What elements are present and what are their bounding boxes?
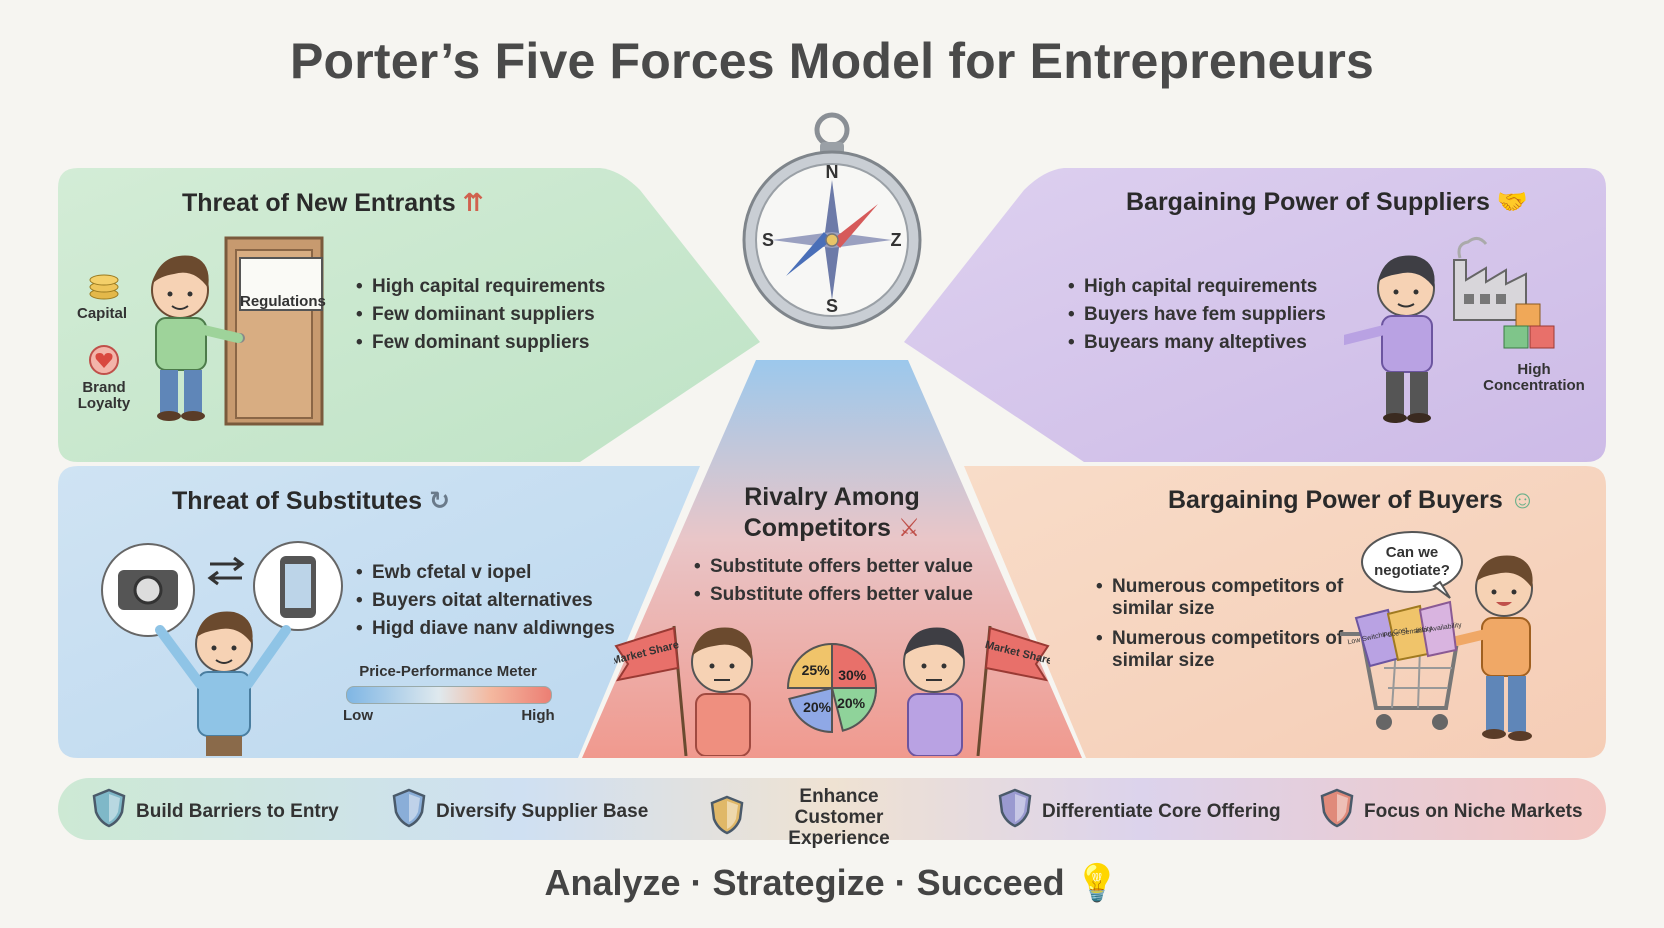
list-item: Substitute offers better value — [694, 584, 973, 606]
coins-icon — [89, 274, 119, 300]
list-item: Few dominant suppliers — [356, 332, 605, 354]
suppliers-title-text: Bargaining Power of Suppliers — [1126, 188, 1490, 216]
price-performance-meter — [346, 686, 552, 704]
meter-low-label: Low — [343, 707, 373, 724]
substitutes-boy-illustration — [101, 541, 343, 756]
rivalry-title: Rivalry Among Competitors ⚔ — [712, 482, 952, 544]
banner-label: Focus on Niche Markets — [1364, 800, 1583, 822]
list-item: High capital requirements — [356, 276, 605, 298]
heart-badge-icon — [89, 345, 119, 375]
list-item: Buyers have fem suppliers — [1068, 304, 1326, 326]
list-item: Few domiinant suppliers — [356, 304, 605, 326]
banner-label: Diversify Supplier Base — [436, 800, 649, 822]
arrows-up-icon: ⇈ — [462, 189, 484, 217]
banner-label: Build Barriers to Entry — [136, 800, 339, 822]
pie-label: 25% — [802, 662, 831, 678]
meter-high-label: High — [521, 707, 555, 724]
banner-label: Differentiate Core Offering — [1042, 800, 1281, 822]
suppliers-bullets: High capital requirements Buyers have fe… — [1068, 276, 1326, 360]
buyers-title: Bargaining Power of Buyers ☺ — [1168, 486, 1535, 515]
shield-icon — [392, 788, 426, 834]
capital-label: Capital — [76, 305, 127, 322]
shield-icon — [998, 788, 1032, 834]
compass-icon: N S Z S — [742, 112, 922, 330]
speech-text: Can we negotiate? — [1374, 544, 1450, 579]
brand-loyalty-label: Brand Loyalty — [77, 379, 131, 412]
pie-label: 20% — [803, 699, 832, 715]
new-entrants-title: Threat of New Entrants ⇈ — [182, 188, 484, 218]
list-item: Buyers oitat alternatives — [356, 590, 615, 612]
high-concentration-label: High Concentration — [1483, 361, 1585, 394]
crossed-swords-icon: ⚔ — [897, 514, 921, 542]
door-boy-illustration — [151, 236, 324, 426]
speech-bubble — [1361, 531, 1463, 599]
list-item: Substitute offers better value — [694, 556, 973, 578]
banner-item-supplier-base: Diversify Supplier Base — [392, 788, 648, 834]
rivalry-title-line2: Competitors — [743, 514, 891, 542]
refresh-icon: ↻ — [428, 487, 450, 515]
substitutes-title: Threat of Substitutes ↻ — [172, 486, 450, 516]
compass-north: N — [826, 162, 839, 182]
banner-item-customer-experience: Enhance Customer Experience — [710, 786, 924, 849]
compass-south: S — [826, 296, 838, 316]
rivalry-bullets: Substitute offers better value Substitut… — [694, 556, 973, 612]
banner-item-niche: Focus on Niche Markets — [1320, 788, 1583, 834]
regulations-label: Regulations — [240, 293, 326, 310]
compass-east: Z — [891, 230, 902, 250]
pie-label: 20% — [837, 695, 866, 711]
market-share-pie: 25% 30% 20% 20% — [786, 642, 878, 734]
tagline: Analyze · Strategize · Succeed 💡 — [0, 862, 1664, 904]
shield-icon — [710, 795, 744, 841]
list-item: Ewb cfetal v iopel — [356, 562, 615, 584]
list-item: Higd diave nanv aldiwnges — [356, 618, 615, 640]
list-item: Numerous competitors of similar size — [1096, 576, 1356, 620]
pie-label: 30% — [838, 667, 867, 683]
substitutes-bullets: Ewb cfetal v iopel Buyers oitat alternat… — [356, 562, 615, 646]
banner-item-differentiate: Differentiate Core Offering — [998, 788, 1281, 834]
new-entrants-title-text: Threat of New Entrants — [182, 189, 456, 217]
substitutes-title-text: Threat of Substitutes — [172, 487, 423, 515]
lightbulb-icon: 💡 — [1074, 862, 1120, 903]
pie-slice — [786, 643, 837, 689]
new-entrants-bullets: High capital requirements Few domiinant … — [356, 276, 605, 360]
list-item: Numerous competitors of similar size — [1096, 628, 1356, 672]
meter-title: Price-Performance Meter — [359, 663, 537, 680]
pie-slice — [830, 687, 878, 732]
shield-icon — [92, 788, 126, 834]
buyer-cart-illustration: Low Switching Cost Price Sensitivity Inf… — [1340, 555, 1533, 741]
banner-label: Enhance Customer Experience — [788, 786, 890, 849]
rivalry-title-line1: Rivalry Among — [744, 483, 920, 511]
pie-slice — [788, 686, 833, 734]
supplier-boy-factory-illustration — [1344, 237, 1555, 423]
shield-icon — [1320, 788, 1354, 834]
buyers-bullets: Numerous competitors of similar size Num… — [1096, 576, 1356, 678]
compass-west: S — [762, 230, 774, 250]
suppliers-title: Bargaining Power of Suppliers 🤝 — [1126, 188, 1528, 217]
rivalry-illustration: Market Share Market Share 25%30%20%20% — [614, 625, 1050, 756]
banner-item-barriers: Build Barriers to Entry — [92, 788, 339, 834]
buyers-title-text: Bargaining Power of Buyers — [1168, 486, 1503, 514]
person-icon: ☺ — [1509, 486, 1536, 514]
list-item: High capital requirements — [1068, 276, 1326, 298]
handshake-icon: 🤝 — [1496, 188, 1529, 216]
list-item: Buyears many alteptives — [1068, 332, 1326, 354]
tagline-text: Analyze · Strategize · Succeed — [544, 862, 1065, 903]
page-title: Porter’s Five Forces Model for Entrepren… — [289, 33, 1375, 89]
